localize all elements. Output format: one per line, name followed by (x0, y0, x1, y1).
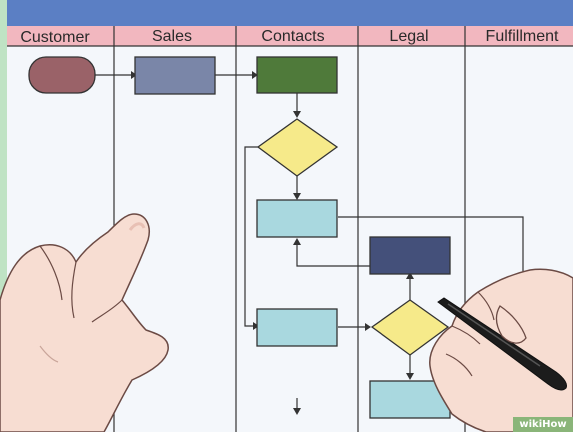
watermark-prefix: wiki (519, 419, 543, 430)
arrowheads (131, 71, 414, 415)
watermark-suffix: How (542, 419, 567, 430)
lane-header-band (7, 26, 573, 46)
sales-process-box (134, 56, 216, 95)
right-hand-with-pen (429, 268, 573, 432)
lane-label-fulfillment: Fulfillment (486, 28, 559, 45)
connectors (95, 74, 524, 410)
contacts-process-box (256, 56, 338, 94)
top-band (7, 0, 573, 26)
lane-label-customer: Customer (20, 29, 90, 46)
lane-label-sales: Sales (152, 28, 192, 45)
lane-label-contacts: Contacts (261, 28, 324, 45)
contacts-review-box (256, 199, 338, 238)
lane-label-legal: Legal (389, 28, 428, 45)
left-hand-pointing (0, 213, 169, 432)
contacts-lower-box (256, 308, 338, 347)
contacts-decision-diamond (256, 118, 339, 177)
legal-decision-diamond (370, 299, 450, 356)
legal-process-box (369, 236, 451, 275)
start-terminator (28, 56, 96, 94)
